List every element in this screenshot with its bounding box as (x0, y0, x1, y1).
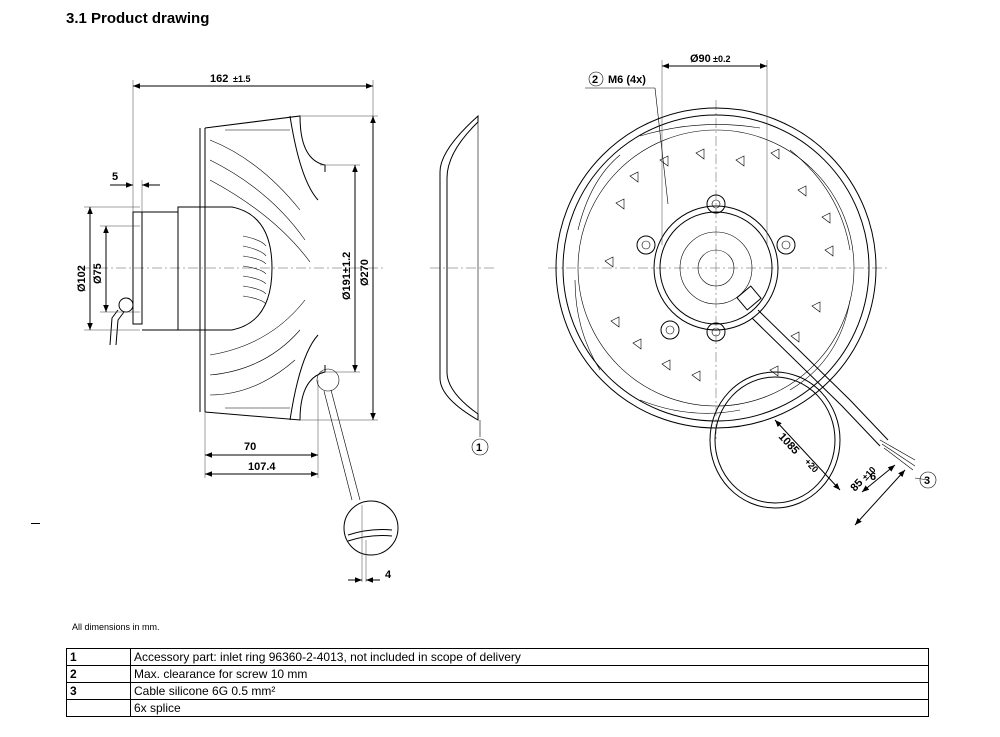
legend-num: 3 (66, 682, 131, 700)
margin-mark (31, 523, 40, 524)
dim-dia-191: Ø191±1.2 (341, 252, 353, 300)
dim-dia-90-tol: ±0.2 (713, 54, 730, 64)
dimensions-note: All dimensions in mm. (72, 622, 160, 632)
legend-table: 1 Accessory part: inlet ring 96360-2-401… (66, 648, 929, 717)
side-view: 162 ±1.5 5 Ø102 Ø75 Ø191±1.2 Ø270 70 1 (76, 73, 399, 583)
dim-107: 107.4 (248, 461, 276, 473)
dim-5: 5 (112, 171, 118, 183)
dim-dia-102: Ø102 (76, 265, 88, 292)
legend-row: 6x splice (66, 699, 929, 717)
legend-num: 2 (66, 665, 131, 683)
legend-text: Cable silicone 6G 0.5 mm² (130, 682, 929, 700)
callout-2: 2 (592, 74, 598, 86)
legend-num (66, 699, 131, 717)
front-view: Ø90 ±0.2 2 M6 (4x) 1085 +20 6 85 ±10 3 (548, 53, 937, 526)
inlet-ring: 1 (430, 114, 495, 456)
thread-label: M6 (4x) (608, 74, 646, 86)
dim-dia-75: Ø75 (92, 263, 104, 284)
dim-4: 4 (385, 569, 392, 581)
callout-1: 1 (476, 442, 482, 454)
callout-3: 3 (924, 475, 930, 487)
legend-num: 1 (66, 648, 131, 666)
section-title: 3.1 Product drawing (66, 10, 210, 27)
dim-dia-90: Ø90 (690, 53, 711, 65)
dim-70: 70 (244, 441, 256, 453)
dim-162-tol: ±1.5 (233, 74, 250, 84)
callout-1-circle (471, 438, 489, 456)
legend-text: Max. clearance for screw 10 mm (130, 665, 929, 683)
legend-row: 3 Cable silicone 6G 0.5 mm² (66, 682, 929, 700)
legend-text: 6x splice (130, 699, 929, 717)
legend-row: 2 Max. clearance for screw 10 mm (66, 665, 929, 683)
product-drawing: 162 ±1.5 5 Ø102 Ø75 Ø191±1.2 Ø270 70 1 (76, 53, 937, 583)
legend-text: Accessory part: inlet ring 96360-2-4013,… (130, 648, 929, 666)
dim-dia-270: Ø270 (359, 259, 371, 286)
dim-1085-tol: +20 (803, 457, 821, 475)
dim-1085: 1085 (776, 431, 801, 457)
callout-3-circle (919, 471, 937, 489)
dim-162: 162 (210, 73, 228, 85)
legend-row: 1 Accessory part: inlet ring 96360-2-401… (66, 648, 929, 666)
callout-2-circle (588, 71, 604, 87)
